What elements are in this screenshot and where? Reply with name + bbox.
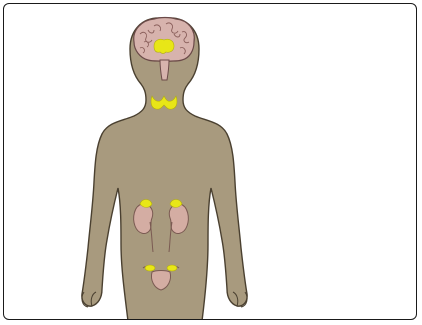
right-ovary	[167, 265, 177, 271]
diagram-frame	[3, 3, 417, 320]
endocrine-figure	[4, 4, 417, 320]
left-ovary	[145, 265, 155, 271]
left-kidney	[134, 204, 153, 233]
pituitary-gland	[154, 39, 174, 53]
right-kidney	[169, 204, 188, 233]
